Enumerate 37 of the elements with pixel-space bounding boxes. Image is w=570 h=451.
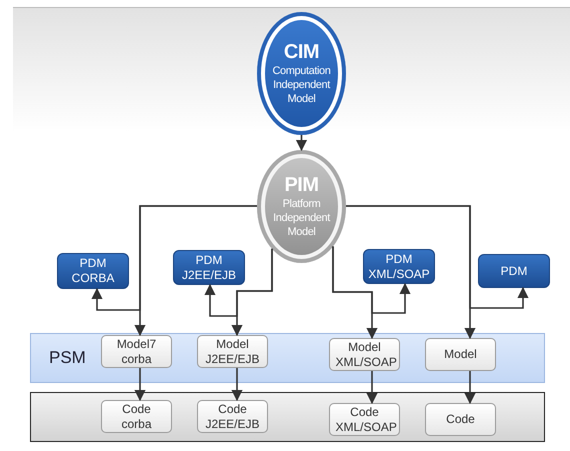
connector-arrow [296,135,308,152]
model-box [329,338,400,371]
model-box [329,403,400,436]
connector-arrow [464,371,476,404]
platform-box [57,253,129,289]
model-name: Platform Independent Model [272,197,332,239]
platform-box [478,254,550,288]
connector-arrow [91,205,257,311]
model-abbreviation: PIM [284,174,319,197]
box-label: PDM CORBA [70,256,116,286]
model-box [425,338,496,371]
model-abbreviation: CIM [284,41,320,64]
box-label: Model7 corba [116,336,158,366]
box-label: PDM XML/SOAP [367,252,431,282]
connector-arrow [366,371,378,404]
box-label: PDM J2EE/EJB [180,252,238,282]
model-box [101,400,172,433]
model-box [197,400,268,433]
box-label: Code J2EE/EJB [204,402,261,432]
box-label: PDM [500,264,528,278]
layer-band [30,333,545,383]
model-box [197,335,268,368]
connector-arrow [231,368,243,402]
box-label: Model J2EE/EJB [204,336,261,366]
box-label: Code corba [120,402,153,432]
connector-arrow [346,205,529,309]
box-label: Model [444,347,477,362]
layer-label: PSM [49,348,86,368]
model-box [101,335,172,368]
connector-arrow [204,248,273,317]
model-box [425,403,496,436]
connector-arrow [332,246,411,314]
connector-arrow [134,368,146,402]
platform-box [173,250,245,285]
box-label: Code [446,412,475,427]
model-name: Computation Independent Model [272,64,332,106]
layer-band [30,392,545,442]
